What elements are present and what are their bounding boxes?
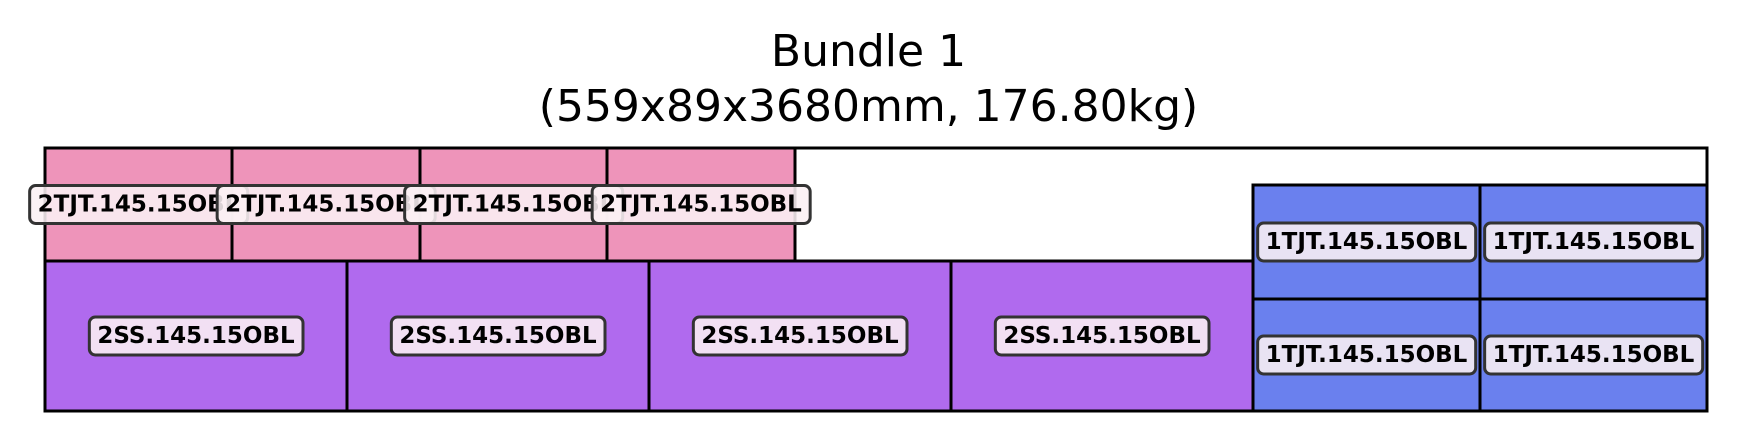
label-box [1256,334,1478,376]
piece-label: 2TJT.145.15OBL [403,184,625,225]
piece-label: 1TJT.145.15OBL [1483,221,1705,263]
piece-code: 1TJT.145.15OBL [1493,229,1695,255]
piece-code: 2SS.145.15OBL [97,323,295,349]
diagram-subtitle: (559x89x3680mm, 176.80kg) [538,81,1199,132]
label-box [993,315,1211,357]
label-box [87,315,305,357]
piece-label: 2TJT.145.15OBL [215,184,437,225]
piece-code: 2SS.145.15OBL [1003,323,1201,349]
piece-code: 1TJT.145.15OBL [1493,342,1695,368]
piece-label: 2SS.145.15OBL [389,315,607,357]
piece-label: 2SS.145.15OBL [87,315,305,357]
diagram-title: Bundle 1 [770,26,967,77]
piece-label: 2SS.145.15OBL [993,315,1211,357]
piece-code: 2SS.145.15OBL [701,323,899,349]
piece-code: 2TJT.145.15OBL [600,192,802,218]
piece-label: 2TJT.145.15OBL [28,184,250,225]
piece-label: 2TJT.145.15OBL [590,184,812,225]
piece-code: 2TJT.145.15OBL [38,192,240,218]
piece-code: 1TJT.145.15OBL [1266,342,1468,368]
piece-label: 1TJT.145.15OBL [1256,221,1478,263]
label-box [590,184,812,225]
label-box [389,315,607,357]
piece-code: 2SS.145.15OBL [399,323,597,349]
piece-code: 2TJT.145.15OBL [225,192,427,218]
piece-label: 1TJT.145.15OBL [1256,334,1478,376]
label-box [1483,221,1705,263]
piece-code: 2TJT.145.15OBL [413,192,615,218]
piece-code: 1TJT.145.15OBL [1266,229,1468,255]
piece-label: 2SS.145.15OBL [691,315,909,357]
label-box [1483,334,1705,376]
piece-label: 1TJT.145.15OBL [1483,334,1705,376]
label-box [1256,221,1478,263]
label-box [691,315,909,357]
